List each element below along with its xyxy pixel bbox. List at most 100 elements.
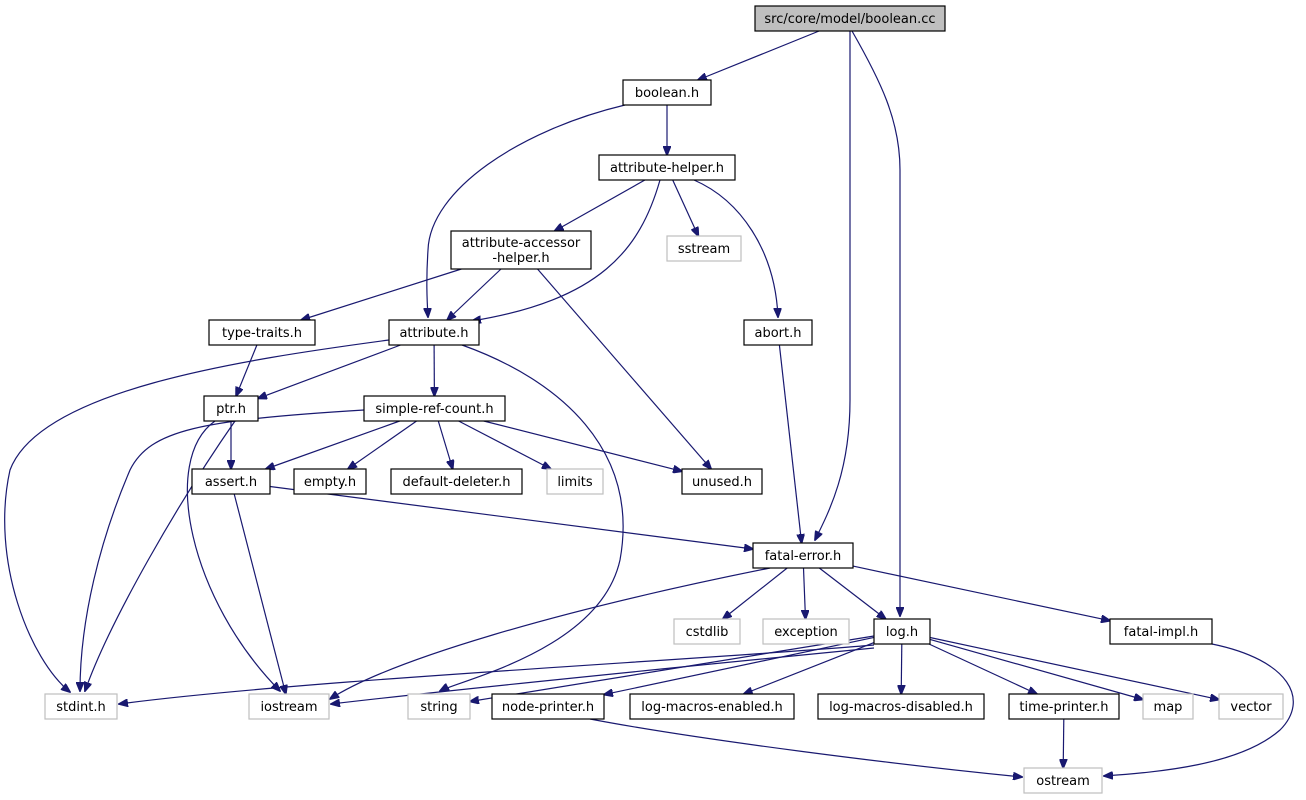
node-stdint-h: stdint.h: [44, 693, 118, 720]
node-default-deleter-h[interactable]: default-deleter.h: [390, 468, 523, 495]
node-box: [817, 693, 985, 720]
node-box: [44, 693, 118, 720]
node-label: attribute-helper.h: [610, 161, 724, 176]
node-label: boolean.h: [635, 86, 699, 101]
node-label: default-deleter.h: [403, 475, 511, 490]
node-attribute-accessor-helper-h[interactable]: attribute-accessor-helper.h: [450, 230, 592, 270]
node-abort-h[interactable]: abort.h: [743, 319, 813, 346]
node-fatal-error-h[interactable]: fatal-error.h: [752, 542, 854, 569]
node-box: [1218, 693, 1284, 720]
edge-log-h-to-time-printer-h: [928, 643, 1037, 694]
edge-fatal-error-h-to-log-h: [818, 567, 885, 619]
edge-attribute-helper-h-to-sstream: [672, 179, 699, 236]
node-log-macros-enabled-h[interactable]: log-macros-enabled.h: [629, 693, 795, 720]
edge-node-printer-h-to-ostream: [589, 718, 1022, 777]
node-cstdlib: cstdlib: [673, 618, 741, 645]
edge-simple-ref-count-h-to-limits: [458, 420, 551, 469]
node-box: [673, 618, 741, 645]
node-fatal-impl-h[interactable]: fatal-impl.h: [1109, 618, 1213, 645]
node-box: [1023, 767, 1103, 794]
node-log-h[interactable]: log.h: [873, 618, 931, 645]
node-empty-h[interactable]: empty.h: [293, 468, 367, 495]
node-box: [1008, 693, 1120, 720]
edge-log-h-to-node-printer-h: [604, 636, 875, 694]
node-box: [450, 230, 592, 270]
edge-assert-h-to-fatal-error-h: [269, 485, 753, 550]
node-box: [598, 154, 736, 181]
node-iostream: iostream: [248, 693, 330, 720]
edge-attribute-helper-h-to-abort-h: [693, 179, 778, 317]
node-label: log-macros-disabled.h: [829, 700, 973, 715]
node-boolean-h[interactable]: boolean.h: [622, 79, 712, 106]
edge-fatal-impl-h-to-ostream: [1104, 643, 1294, 776]
edge-simple-ref-count-h-to-default-deleter-h: [437, 420, 452, 469]
node-simple-ref-count-h[interactable]: simple-ref-count.h: [363, 395, 506, 422]
node-log-macros-disabled-h[interactable]: log-macros-disabled.h: [817, 693, 985, 720]
node-box: [873, 618, 931, 645]
node-node-printer-h[interactable]: node-printer.h: [491, 693, 605, 720]
node-box: [293, 468, 367, 495]
node-box: [762, 618, 850, 645]
node-label: limits: [557, 475, 593, 490]
node-label: vector: [1230, 700, 1272, 715]
node-box: [681, 468, 763, 495]
edge-log-h-to-log-macros-enabled-h: [744, 642, 875, 694]
node-type-traits-h[interactable]: type-traits.h: [208, 319, 316, 346]
edge-root-to-fatal-error-h: [815, 31, 851, 540]
node-label: type-traits.h: [222, 326, 302, 341]
node-label: exception: [774, 625, 838, 640]
node-box: [491, 693, 605, 720]
edge-attribute-h-to-string: [440, 344, 624, 691]
edge-log-h-to-string: [470, 635, 875, 702]
node-box: [752, 542, 854, 569]
edge-attribute-helper-h-to-attribute-h: [472, 179, 661, 321]
edge-fatal-error-h-to-cstdlib: [723, 567, 788, 619]
node-label: fatal-impl.h: [1124, 625, 1198, 640]
edge-layer: [4, 30, 1294, 777]
edge-type-traits-h-to-ptr-h: [236, 344, 258, 396]
node-box: [208, 319, 316, 346]
node-exception: exception: [762, 618, 850, 645]
node-attribute-h[interactable]: attribute.h: [388, 319, 480, 346]
node-label: ptr.h: [216, 402, 246, 417]
node-vector: vector: [1218, 693, 1284, 720]
node-label: iostream: [260, 700, 317, 715]
node-label: sstream: [678, 242, 730, 257]
node-label: string: [420, 700, 457, 715]
node-box: [203, 395, 259, 422]
node-sstream: sstream: [666, 235, 742, 262]
node-label: -helper.h: [492, 251, 549, 266]
edge-attribute-h-to-stdint-h: [4, 339, 390, 692]
node-label: cstdlib: [686, 625, 729, 640]
node-label: assert.h: [205, 475, 257, 490]
node-label: simple-ref-count.h: [375, 402, 493, 417]
node-layer: src/core/model/boolean.cc boolean.h attrib…: [44, 5, 1284, 794]
edge-boolean-h-to-attribute-h: [427, 104, 626, 317]
edge-abort-h-to-fatal-error-h: [778, 344, 801, 543]
edge-log-h-to-map: [929, 638, 1143, 699]
node-label: node-printer.h: [502, 700, 594, 715]
node-box: [388, 319, 480, 346]
node-box: [754, 5, 946, 32]
node-attribute-helper-h[interactable]: attribute-helper.h: [598, 154, 736, 181]
node-label: log.h: [886, 625, 918, 640]
edge-simple-ref-count-h-to-assert-h: [266, 420, 400, 469]
node-label: src/core/model/boolean.cc: [764, 12, 935, 27]
node-map: map: [1142, 693, 1194, 720]
edge-simple-ref-count-h-to-empty-h: [348, 420, 417, 469]
node-box: [743, 319, 813, 346]
node-label: log-macros-enabled.h: [641, 700, 782, 715]
node-box: [622, 79, 712, 106]
edge-ptr-h-to-stdint-h: [85, 420, 236, 691]
edge-ptr-h-to-iostream: [186, 420, 280, 691]
node-box: [363, 395, 506, 422]
node-unused-h[interactable]: unused.h: [681, 468, 763, 495]
edge-simple-ref-count-h-to-stdint-h: [80, 409, 365, 691]
edge-attribute-h-to-ptr-h: [258, 344, 401, 398]
node-label: abort.h: [755, 326, 802, 341]
node-ptr-h[interactable]: ptr.h: [203, 395, 259, 422]
node-time-printer-h[interactable]: time-printer.h: [1008, 693, 1120, 720]
node-box: [546, 468, 604, 495]
node-assert-h[interactable]: assert.h: [191, 468, 271, 495]
